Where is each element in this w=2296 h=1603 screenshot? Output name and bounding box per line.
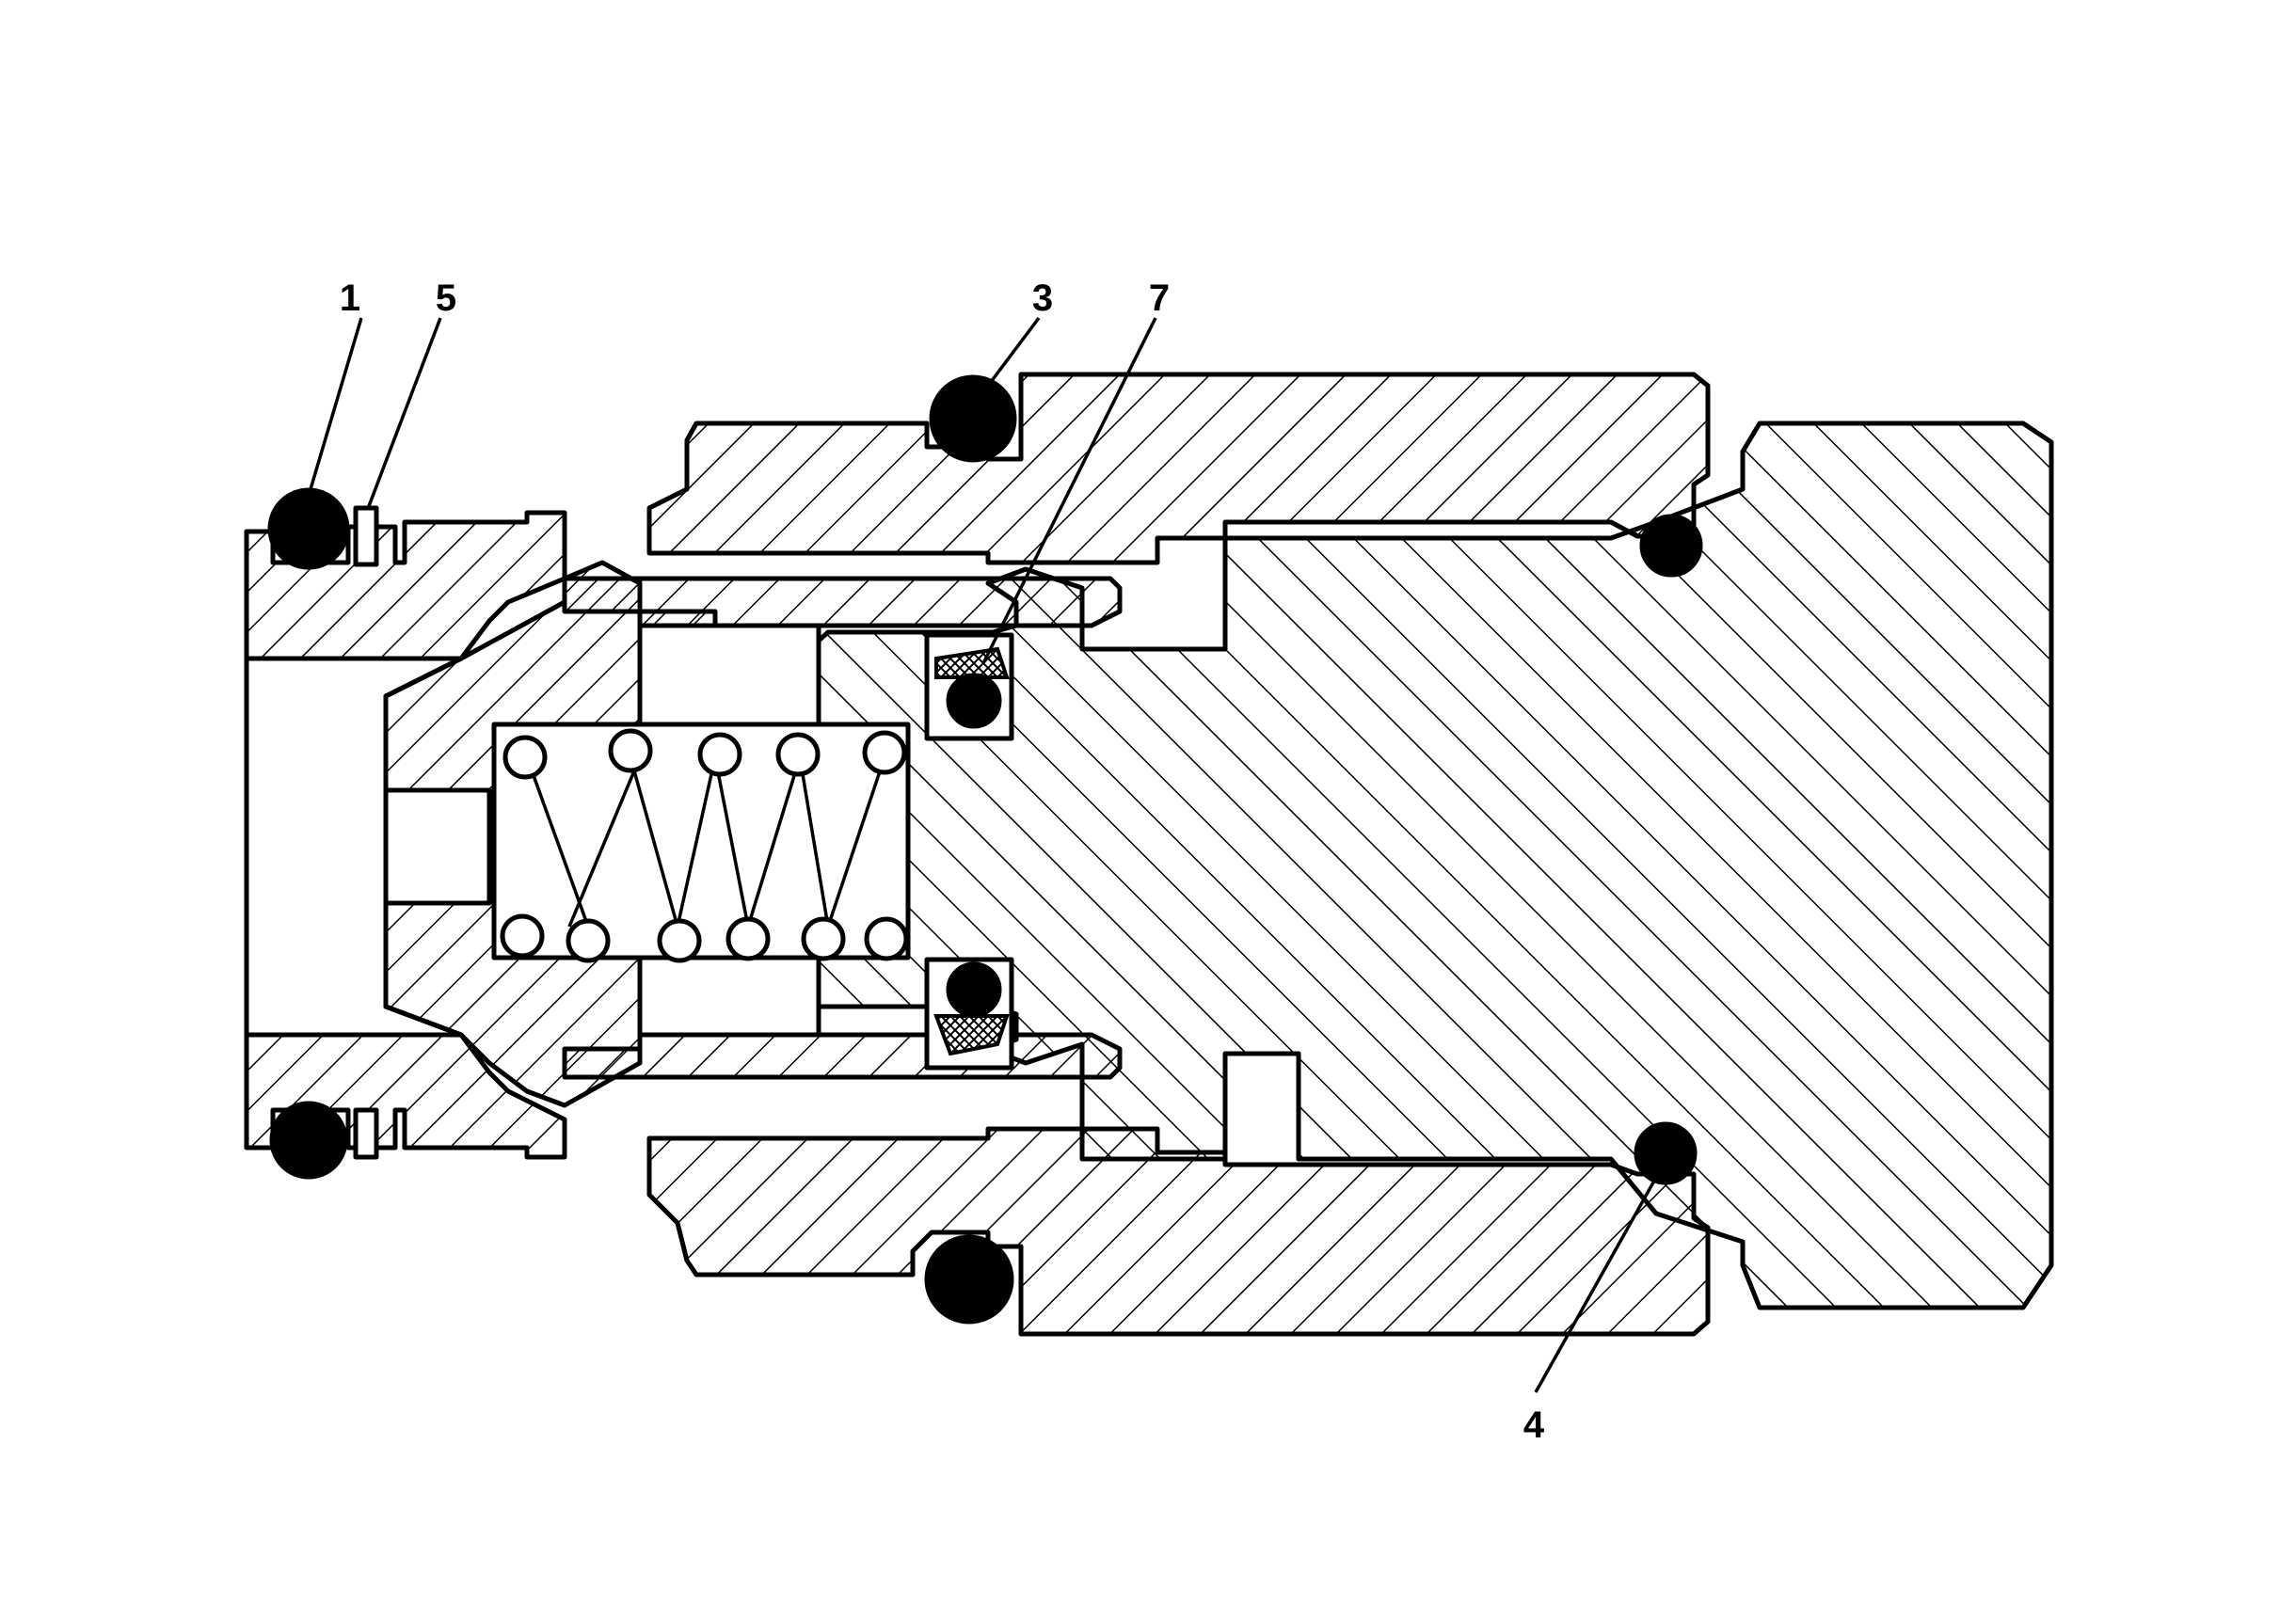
inner-sleeve-bottom bbox=[562, 1032, 1123, 1080]
o-ring-3-bottom bbox=[924, 1234, 1014, 1325]
end-fitting-bottom bbox=[244, 1032, 567, 1160]
o-ring-1-bottom bbox=[269, 1101, 348, 1180]
o-ring-4-bottom bbox=[1634, 1121, 1698, 1185]
callout-1: 1 bbox=[340, 278, 360, 319]
outer-sleeve-bottom bbox=[646, 1126, 1711, 1337]
leader-lines bbox=[309, 316, 1660, 1393]
retaining-ring bbox=[353, 505, 379, 1160]
end-fitting-top bbox=[244, 510, 567, 661]
o-ring-seal-top bbox=[946, 673, 1002, 729]
o-ring-1-top bbox=[267, 487, 350, 570]
inner-sleeve-top bbox=[562, 576, 1123, 628]
o-ring-3-top bbox=[929, 374, 1017, 463]
o-ring-seal-bottom bbox=[946, 961, 1002, 1018]
outer-sleeve-top bbox=[646, 372, 1711, 565]
o-ring-4-top bbox=[1639, 514, 1703, 578]
o-rings bbox=[267, 374, 1703, 1325]
callout-7: 7 bbox=[1149, 278, 1170, 319]
callout-5: 5 bbox=[436, 278, 456, 319]
spring bbox=[500, 728, 909, 963]
callout-3: 3 bbox=[1032, 278, 1053, 319]
poppet-port bbox=[383, 787, 492, 906]
callout-labels: 1 5 3 7 4 bbox=[340, 278, 1545, 1446]
callout-4: 4 bbox=[1523, 1405, 1545, 1446]
